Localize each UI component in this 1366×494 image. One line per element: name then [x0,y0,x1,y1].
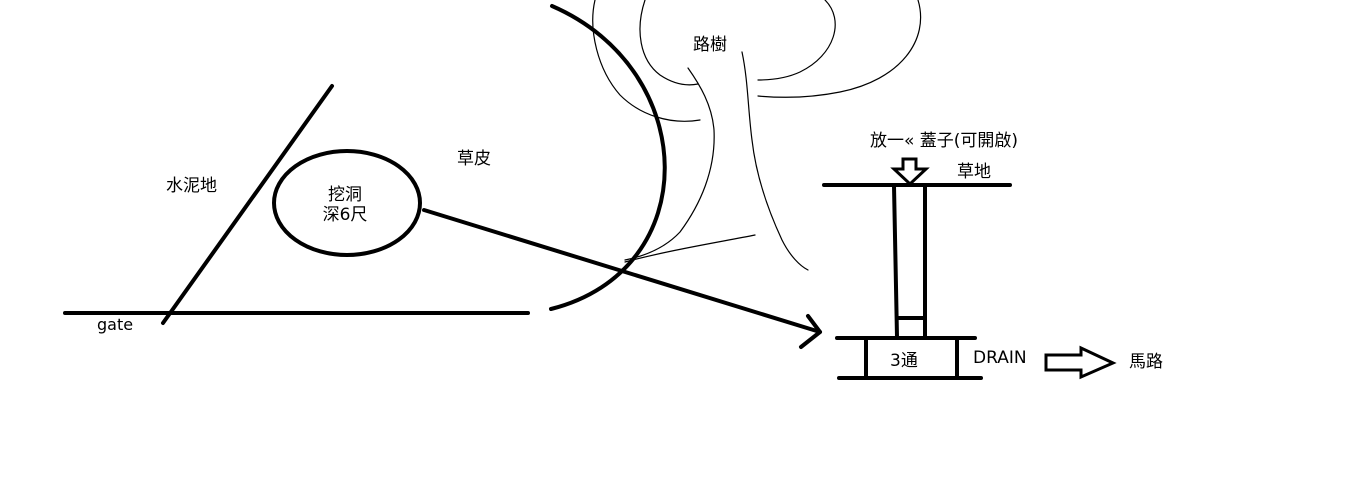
tree-canopy-right [757,0,922,98]
grass-ground-label: 草地 [957,162,991,182]
dig-hole-label: 挖洞 [328,185,362,205]
drain-label: DRAIN [973,348,1027,368]
dig-hole-ellipse [272,149,422,257]
arrow-head [799,314,822,349]
three-way-label: 3通 [890,351,918,371]
tree-drawing [592,0,922,271]
grass-skin-label: 草皮 [457,149,491,169]
cement-label: 水泥地 [166,176,217,196]
pipe-left-wall [892,184,899,339]
cement-boundary-line [161,84,334,325]
lid-note-label: 放一« 蓋子(可開啟) [870,131,1019,151]
tree-trunk-right [741,51,809,271]
tree-canopy-inner-right [757,0,836,81]
tree-label: 路樹 [693,35,727,55]
tree-canopy-left [592,0,701,122]
gate-label: gate [97,315,134,334]
main-strokes [63,4,1012,380]
tree-root-left [624,234,756,263]
road-label: 馬路 [1129,352,1163,372]
down-block-arrow [890,157,930,187]
tree-canopy-inner-left [639,0,699,86]
depth-label: 深6尺 [322,205,368,225]
tree-trunk-left [624,67,715,261]
arrow-line [422,208,822,334]
block-arrows [890,157,1117,380]
right-block-arrow [1044,345,1117,380]
big-arc [549,4,667,311]
dig-hole-text: 挖洞 深6尺 [317,185,373,225]
